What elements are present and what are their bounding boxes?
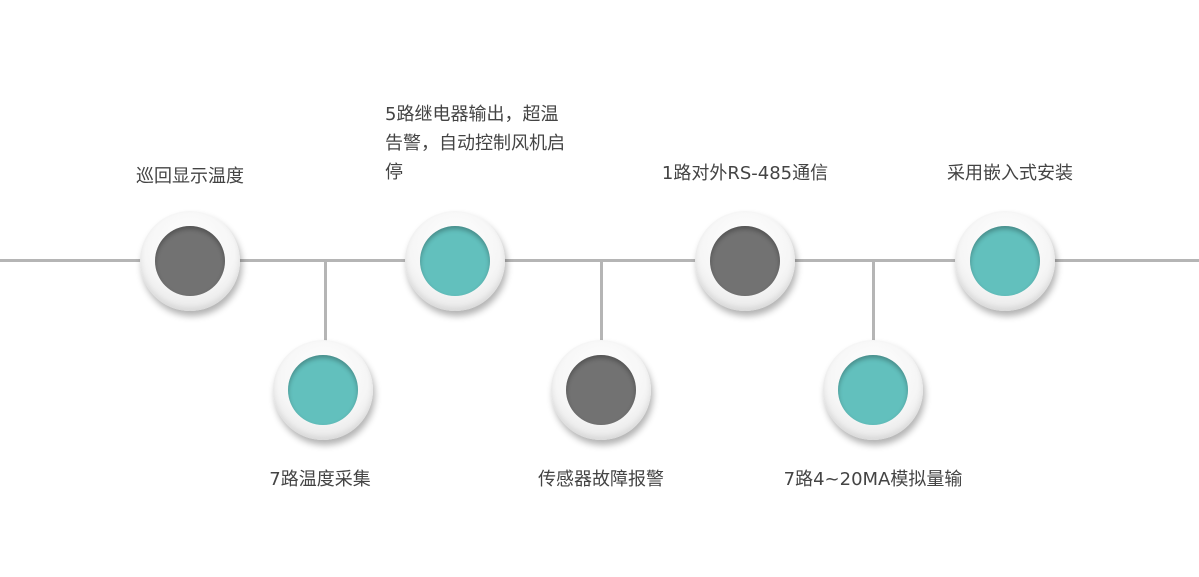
feature-label-2: 7路温度采集 [269, 469, 371, 490]
feature-label-7: 采用嵌入式安装 [947, 163, 1073, 184]
node-2 [273, 340, 373, 440]
connector-2 [324, 260, 327, 342]
connector-6 [872, 260, 875, 342]
feature-label-3: 5路继电器输出，超温告警，自动控制风机启停 [385, 104, 565, 183]
node-7-core [970, 226, 1040, 296]
node-6-core [838, 355, 908, 425]
feature-label-4: 传感器故障报警 [538, 469, 664, 490]
node-3-core [420, 226, 490, 296]
node-6 [823, 340, 923, 440]
feature-label-1: 巡回显示温度 [136, 166, 244, 187]
node-4-core [566, 355, 636, 425]
node-3 [405, 211, 505, 311]
node-4 [551, 340, 651, 440]
node-1 [140, 211, 240, 311]
timeline-axis [0, 259, 1199, 262]
node-2-core [288, 355, 358, 425]
node-1-core [155, 226, 225, 296]
feature-label-6: 7路4~20MA模拟量输 [783, 469, 963, 490]
node-7 [955, 211, 1055, 311]
connector-4 [600, 260, 603, 342]
node-5-core [710, 226, 780, 296]
node-5 [695, 211, 795, 311]
feature-label-5: 1路对外RS-485通信 [661, 163, 829, 184]
